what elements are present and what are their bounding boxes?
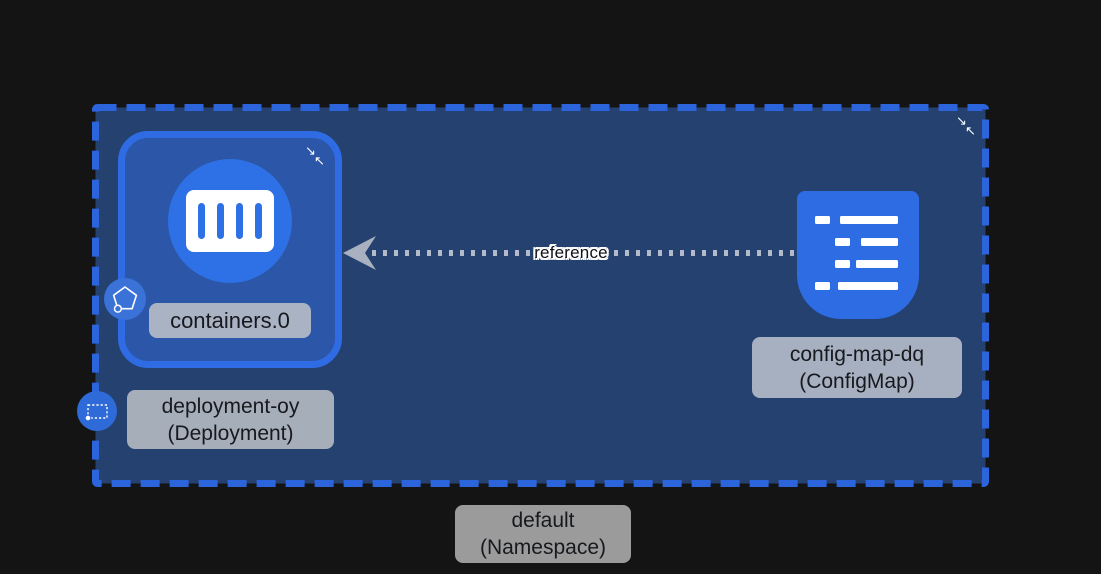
container-label[interactable]: containers.0	[149, 303, 311, 338]
deployment-badge[interactable]	[104, 278, 146, 320]
deployment-collapse-icon[interactable]: ↘ ↖	[305, 143, 329, 171]
reference-edge[interactable]	[343, 236, 797, 270]
configmap-icon	[797, 191, 919, 319]
deployment-kind-text: (Deployment)	[167, 421, 294, 445]
deployment-name-text: deployment-oy	[161, 394, 300, 418]
namespace-badge[interactable]	[77, 391, 117, 431]
deployment-label[interactable]: deployment-oy (Deployment)	[127, 390, 334, 449]
pentagon-icon	[112, 286, 138, 313]
namespace-label[interactable]: default (Namespace)	[455, 505, 631, 563]
edge-arrowhead-icon	[343, 236, 376, 270]
configmap-kind-text: (ConfigMap)	[799, 369, 915, 393]
configmap-label[interactable]: config-map-dq (ConfigMap)	[752, 337, 962, 398]
arrow-nw-icon: ↖	[314, 153, 325, 168]
namespace-name-text: default	[511, 509, 575, 532]
arrow-se-icon: ↘	[305, 143, 316, 158]
container-icon	[186, 190, 274, 252]
configmap-node[interactable]	[797, 191, 919, 319]
namespace-collapse-icon[interactable]: ↘ ↖	[956, 113, 980, 141]
edge-label[interactable]: reference	[534, 243, 608, 262]
container-label-text: containers.0	[170, 307, 290, 333]
arrow-nw-icon: ↖	[965, 123, 976, 138]
dashed-rect-icon	[84, 404, 108, 422]
namespace-kind-text: (Namespace)	[479, 536, 607, 559]
arrow-se-icon: ↘	[956, 113, 967, 128]
configmap-name-text: config-map-dq	[789, 342, 925, 366]
container-node[interactable]	[168, 159, 292, 283]
